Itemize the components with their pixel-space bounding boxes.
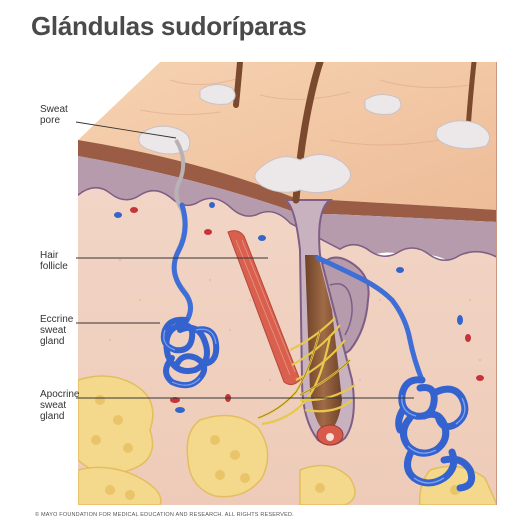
- sweat-droplets: [138, 84, 491, 194]
- copyright-notice: © MAYO FOUNDATION FOR MEDICAL EDUCATION …: [35, 512, 294, 518]
- epidermis: [78, 156, 497, 262]
- page-title: Glándulas sudoríparas: [31, 11, 307, 41]
- leader-lines: [75, 121, 414, 399]
- epidermis-top-layer: [78, 140, 497, 222]
- apocrine-duct: [315, 255, 425, 383]
- blood-vessels: [114, 202, 484, 413]
- arrector-pili-muscle: [227, 230, 301, 386]
